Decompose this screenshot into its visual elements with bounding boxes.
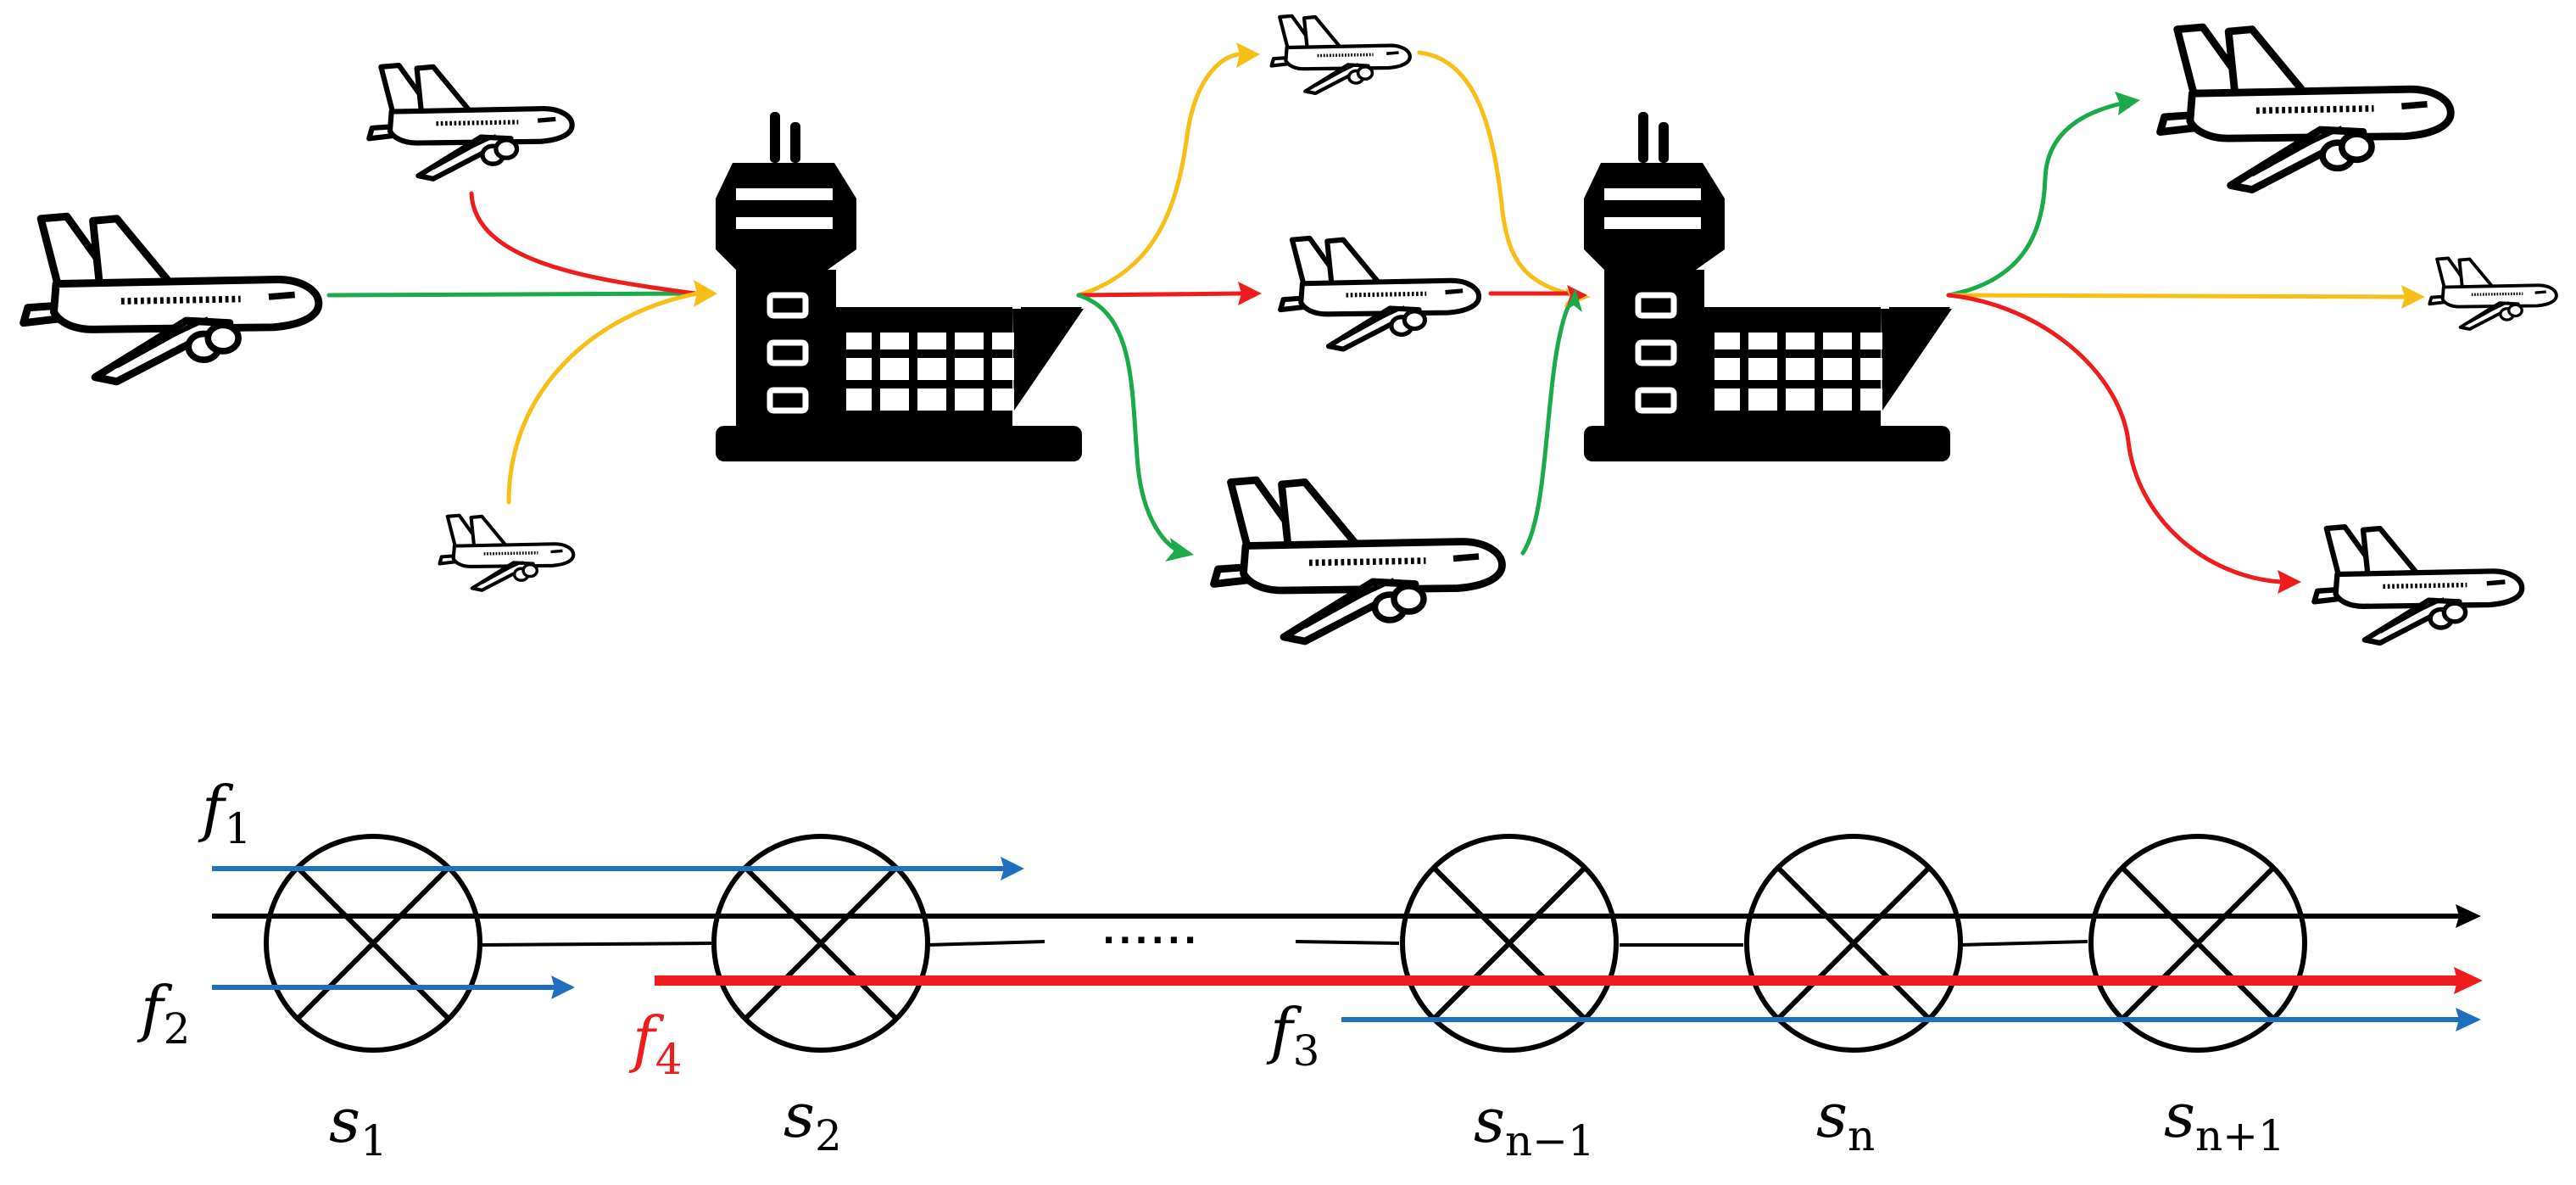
link-s1-s2 xyxy=(481,942,713,947)
airplane-icon xyxy=(2428,256,2558,331)
airplane-icon xyxy=(439,516,573,590)
route-red-in xyxy=(469,191,698,296)
arrowhead-yellow xyxy=(2401,285,2425,309)
arrowhead-green xyxy=(2115,92,2140,115)
arrowhead-red xyxy=(2278,570,2301,594)
flow-f2-arrowhead xyxy=(551,975,575,999)
arrowhead-yellow xyxy=(694,280,717,307)
route-arrowheads xyxy=(694,42,2425,594)
arrowhead-green xyxy=(1565,288,1582,312)
airplane-icon xyxy=(1280,238,1479,349)
route-yellow-in xyxy=(506,291,700,505)
route-green-out-2 xyxy=(1946,101,2124,298)
switch-label-sn+1: sn+1 xyxy=(2164,1080,2285,1160)
route-yellow-out-top xyxy=(1076,52,1241,298)
switch-sn-1 xyxy=(1400,834,1619,1053)
route-lines xyxy=(326,50,2406,584)
link-sn-sn1 xyxy=(1958,940,2088,947)
link-right-sn1 xyxy=(1295,940,1400,945)
arrowhead-red xyxy=(1238,282,1262,305)
switch-network: ······ xyxy=(137,773,2483,1165)
switch-label-s1: s1 xyxy=(329,1085,388,1165)
route-green-merge-bottom xyxy=(1520,303,1571,556)
switch-sn+1 xyxy=(2088,834,2307,1053)
control-tower-icon xyxy=(716,112,1084,461)
switches xyxy=(264,834,2307,1053)
arrowhead-yellow xyxy=(1236,42,1260,68)
flow-label-f2: f2 xyxy=(137,973,190,1054)
main-path-arrowhead xyxy=(2456,904,2481,928)
flow-label-f3: f3 xyxy=(1266,995,1319,1076)
airplane-icon xyxy=(2314,527,2522,643)
ellipsis: ······ xyxy=(1102,921,1200,960)
flow-f3-arrowhead xyxy=(2456,1008,2481,1031)
switch-s1 xyxy=(264,834,482,1053)
link-s2-left xyxy=(927,940,1045,947)
airplane-icon xyxy=(2161,27,2451,190)
route-red-out-mid xyxy=(1076,291,1244,298)
route-green-in xyxy=(326,291,698,298)
control-tower-icon xyxy=(1584,112,1952,461)
switch-label-s2: s2 xyxy=(783,1080,842,1160)
airplane-icon xyxy=(1272,16,1410,93)
airplane-icon xyxy=(24,216,319,382)
switch-links xyxy=(481,940,2088,947)
route-yellow-merge-top xyxy=(1417,50,1576,298)
airplane-icon xyxy=(369,65,572,179)
airplane-icon xyxy=(1214,480,1503,641)
arrowhead-green xyxy=(1165,538,1194,562)
switch-labels: s1 s2 sn−1 sn sn+1 xyxy=(329,1080,2285,1165)
flow-label-f4: f4 xyxy=(628,1003,682,1084)
flow-arrows xyxy=(212,857,2483,1031)
switch-label-sn: sn xyxy=(1816,1080,1875,1160)
switch-sn xyxy=(1744,834,1963,1053)
route-yellow-out-2 xyxy=(1946,293,2406,299)
route-green-out-bottom xyxy=(1076,293,1179,552)
flow-f1-arrowhead xyxy=(1001,857,1024,880)
airport-network xyxy=(24,16,2558,643)
switch-s2 xyxy=(711,834,930,1053)
switch-label-sn-1: sn−1 xyxy=(1474,1085,1595,1165)
flow-label-f1: f1 xyxy=(198,773,251,853)
flow-f4-arrowhead xyxy=(2454,967,2483,994)
route-red-out-2 xyxy=(1946,293,2283,584)
